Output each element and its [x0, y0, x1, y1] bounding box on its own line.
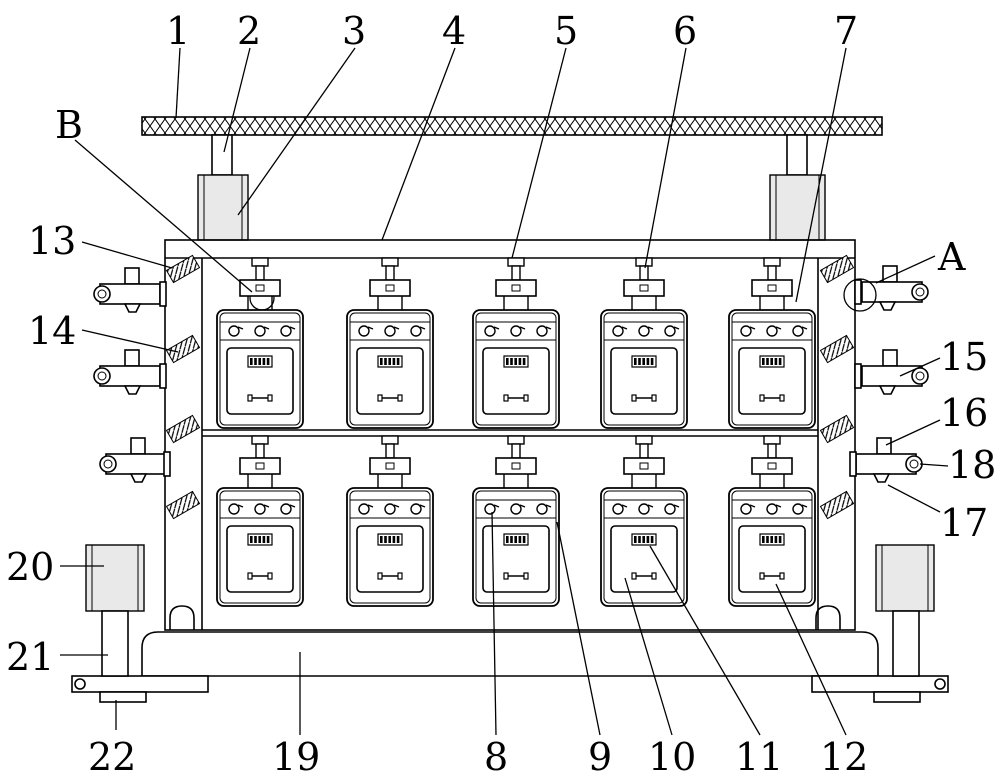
left-support-post [197, 134, 249, 241]
meter-knob-icon [536, 325, 548, 337]
label-17: 17 [940, 501, 988, 545]
meter-unit [472, 435, 560, 607]
label-2: 2 [237, 9, 261, 53]
label-4: 4 [442, 9, 466, 53]
meter-knob-icon [740, 325, 752, 337]
side-brackets [165, 254, 855, 520]
label-19: 19 [272, 735, 320, 779]
meter-knob-icon [358, 325, 370, 337]
label-A: A [937, 235, 966, 279]
meter-unit [472, 257, 560, 429]
label-16: 16 [940, 391, 988, 435]
meter-knob-icon [766, 503, 778, 515]
meter-knob-icon [384, 503, 396, 515]
meter-knob-icon [792, 325, 804, 337]
label-18: 18 [948, 443, 996, 487]
part-labels: 1 2 3 4 5 6 7 B 13 14 A 15 16 18 17 20 2… [6, 9, 996, 779]
meter-knob-icon [280, 503, 292, 515]
meter-knob-icon [740, 503, 752, 515]
right-support-post [769, 134, 826, 241]
meter-unit [728, 257, 816, 429]
label-11: 11 [735, 735, 783, 779]
label-9: 9 [588, 735, 612, 779]
label-15: 15 [940, 335, 988, 379]
label-14: 14 [28, 309, 76, 353]
meter-unit [728, 435, 816, 607]
label-3: 3 [342, 9, 366, 53]
meter-unit [216, 435, 304, 607]
meter-knob-icon [510, 325, 522, 337]
right-foot-assembly [873, 544, 946, 703]
label-10: 10 [648, 735, 696, 779]
meter-knob-icon [384, 325, 396, 337]
right-clamps [849, 265, 929, 483]
meter-knob-icon [510, 503, 522, 515]
meter-knob-icon [280, 325, 292, 337]
left-foot-assembly [74, 544, 147, 703]
meter-knob-icon [536, 503, 548, 515]
meter-unit [600, 257, 688, 429]
meter-knob-icon [410, 503, 422, 515]
meter-knob-icon [612, 325, 624, 337]
meter-unit [346, 257, 434, 429]
meter-knob-icon [484, 325, 496, 337]
meter-knob-icon [228, 325, 240, 337]
meter-knob-icon [484, 503, 496, 515]
leader-lines [60, 47, 949, 736]
left-clamps [93, 267, 171, 483]
label-6: 6 [673, 9, 697, 53]
meter-knob-icon [410, 325, 422, 337]
label-20: 20 [6, 545, 54, 589]
meter-knob-icon [638, 325, 650, 337]
meter-unit [216, 257, 304, 429]
meter-knob-icon [358, 503, 370, 515]
meter-knob-icon [766, 325, 778, 337]
meter-knob-icon [792, 503, 804, 515]
label-21: 21 [6, 635, 54, 679]
base-platform [71, 605, 949, 693]
meter-unit [346, 435, 434, 607]
meter-grid [216, 257, 816, 607]
meter-knob-icon [664, 325, 676, 337]
meter-knob-icon [664, 503, 676, 515]
top-hatched-beam [141, 116, 883, 136]
detail-circle-A [843, 278, 877, 312]
label-12: 12 [820, 735, 868, 779]
label-7: 7 [834, 9, 858, 53]
label-22: 22 [88, 735, 136, 779]
label-5: 5 [554, 9, 578, 53]
meter-knob-icon [254, 503, 266, 515]
meter-knob-icon [228, 503, 240, 515]
label-B: B [55, 103, 83, 147]
label-8: 8 [484, 735, 508, 779]
meter-unit [600, 435, 688, 607]
meter-knob-icon [612, 503, 624, 515]
label-13: 13 [28, 219, 76, 263]
meter-knob-icon [254, 325, 266, 337]
meter-knob-icon [638, 503, 650, 515]
label-1: 1 [166, 9, 190, 53]
